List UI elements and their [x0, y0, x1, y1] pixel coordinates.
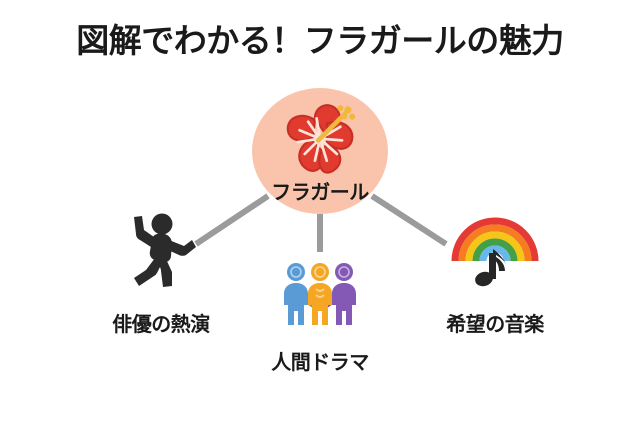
branch-label-human-drama: 人間ドラマ [271, 350, 369, 374]
rainbow-with-music-note-icon [451, 217, 539, 287]
center-node[interactable]: フラガール [252, 88, 388, 214]
branch-node-human-drama[interactable]: 人間ドラマ [225, 258, 415, 375]
branch-node-music[interactable]: 希望の音楽 [400, 208, 590, 337]
branch-icon-wrapper-human-drama [278, 258, 362, 330]
connector-line-left [194, 193, 270, 247]
branch-icon-wrapper-music [449, 208, 541, 294]
branch-label-music: 希望の音楽 [446, 312, 544, 336]
dancing-person-icon [134, 213, 196, 287]
hibiscus-flower-icon [286, 104, 356, 174]
center-node-label: フラガール [271, 180, 369, 204]
branch-label-acting: 俳優の熱演 [112, 312, 210, 336]
page-title: 図解でわかる！フラガールの魅力 [76, 21, 564, 60]
branch-icon-wrapper-acting [124, 208, 198, 294]
branch-node-acting[interactable]: 俳優の熱演 [66, 208, 256, 337]
connector-line-right [370, 193, 448, 247]
three-people-holding-hands-icon [284, 263, 356, 325]
